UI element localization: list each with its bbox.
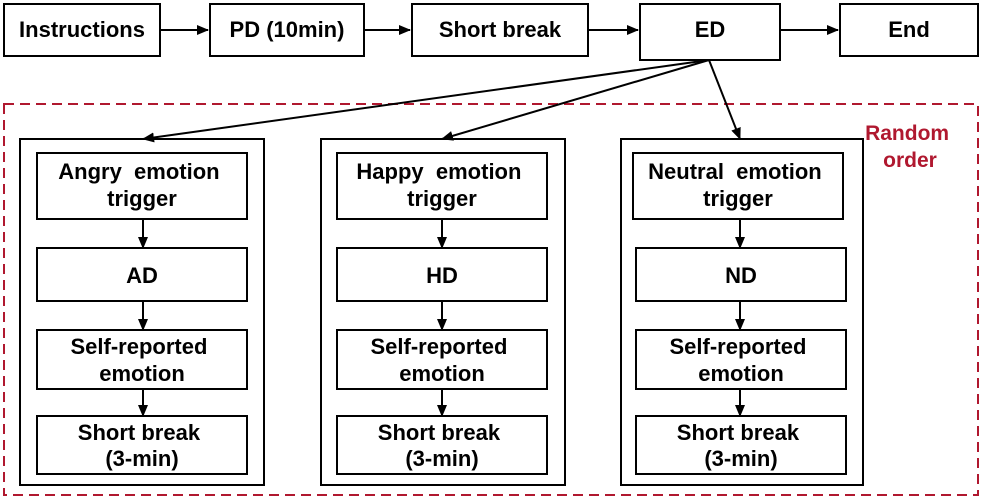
node-label: Short break (3-min) [78,420,206,471]
node-label-line: Angry emotion [58,159,219,184]
node-label-line: Short break [439,17,562,42]
edge-ed-to-angry-branch [142,59,710,143]
node-label-line: Self-reported [669,334,806,359]
edge-ed-to-happy-branch [441,59,710,141]
node-label-line: Self-reported [70,334,207,359]
node-ad: AD [36,247,248,302]
node-label-line: HD [426,263,458,288]
node-label: Self-reported emotion [669,334,812,386]
node-label: ED [695,17,726,42]
node-pd: PD (10min) [209,3,365,57]
neutral-branch [620,138,864,486]
node-label-line: (3-min) [704,446,777,471]
node-label-line: End [888,17,930,42]
node-angry-short-break: Short break (3-min) [36,415,248,475]
node-happy-self-report: Self-reported emotion [336,329,548,390]
node-label-line: trigger [107,186,177,211]
node-nd: ND [635,247,847,302]
node-label-line: ED [695,17,726,42]
node-label: End [888,17,930,42]
node-label: ND [725,263,757,288]
node-label-line: Short break [78,420,201,445]
node-label-line: (3-min) [405,446,478,471]
angry-branch-container [19,138,265,486]
random-order-label: Random order [865,122,955,172]
node-label: HD [426,263,458,288]
node-label: Self-reported emotion [370,334,513,386]
node-end: End [839,3,979,57]
node-label: Angry emotion trigger [58,159,225,211]
node-instructions: Instructions [3,3,161,57]
node-label-line: Self-reported [370,334,507,359]
node-label-line: Short break [378,420,501,445]
node-ed: ED [639,3,781,61]
node-label-line: Happy emotion [356,159,521,184]
node-label: Self-reported emotion [70,334,213,386]
node-label: Instructions [19,17,145,42]
node-label-line: PD (10min) [230,17,345,42]
node-label-line: emotion [399,361,485,386]
random-order-label-line: order [883,149,937,172]
node-hd: HD [336,247,548,302]
node-angry-trigger: Angry emotion trigger [36,152,248,220]
random-order-label-line: Random [865,122,949,145]
node-neutral-self-report: Self-reported emotion [635,329,847,390]
node-label-line: Short break [677,420,800,445]
angry-branch [19,138,265,486]
random-order-region [3,103,979,496]
neutral-branch-container [620,138,864,486]
edge-ed-to-neutral-branch [708,59,741,140]
node-label: PD (10min) [230,17,345,42]
node-neutral-short-break: Short break (3-min) [635,415,847,475]
node-neutral-trigger: Neutral emotion trigger [632,152,844,220]
node-label-line: emotion [698,361,784,386]
node-label-line: trigger [703,186,773,211]
node-label-line: (3-min) [105,446,178,471]
node-label: Happy emotion trigger [356,159,527,211]
node-label: Neutral emotion trigger [648,159,828,211]
node-label-line: trigger [407,186,477,211]
node-label: Short break (3-min) [378,420,506,471]
node-label: AD [126,263,158,288]
node-happy-short-break: Short break (3-min) [336,415,548,475]
edges [138,25,839,417]
node-label-line: ND [725,263,757,288]
node-short-break: Short break [411,3,589,57]
node-label-line: Neutral emotion [648,159,822,184]
node-label: Short break [439,17,562,42]
node-angry-self-report: Self-reported emotion [36,329,248,390]
node-label-line: emotion [99,361,185,386]
node-happy-trigger: Happy emotion trigger [336,152,548,220]
node-label-line: Instructions [19,17,145,42]
node-label: Short break (3-min) [677,420,805,471]
node-label-line: AD [126,263,158,288]
